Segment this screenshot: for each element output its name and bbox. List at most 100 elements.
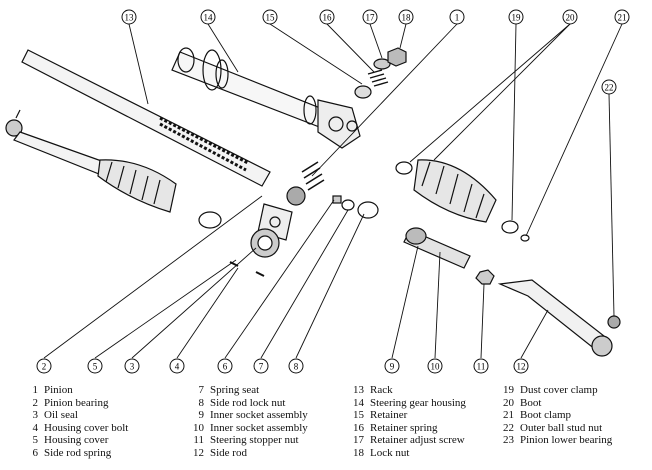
legend-number: 1 [32, 384, 39, 396]
callout-2-label: 2 [42, 362, 47, 372]
callout-8: 8 [288, 358, 304, 374]
callout-15: 15 [262, 9, 278, 25]
legend-text: Boot [520, 396, 542, 409]
legend-number: 20 [503, 396, 514, 409]
legend-number: 17 [353, 434, 364, 446]
small-parts [198, 195, 379, 277]
callout-4: 4 [169, 358, 185, 374]
legend-text: Spring seat [210, 384, 260, 396]
callout-17: 17 [362, 9, 378, 25]
legend-text: Side rod spring [44, 446, 112, 459]
legend-item: 2 Pinion bearing [20, 397, 128, 410]
legend-text: Lock nut [370, 446, 410, 459]
leader-lines [43, 23, 623, 359]
callout-18: 18 [398, 9, 414, 25]
callout-1: 1 [449, 9, 465, 25]
retainer-group [354, 47, 407, 99]
callout-7: 7 [253, 358, 269, 374]
legend-text: Pinion [44, 384, 73, 396]
callout-10: 10 [427, 358, 443, 374]
callout-17-label: 17 [366, 13, 376, 23]
callout-6: 6 [217, 358, 233, 374]
legend-number: 3 [32, 409, 39, 421]
legend-number: 5 [32, 434, 39, 446]
callout-8-label: 8 [294, 362, 299, 372]
left-side-rod-part [5, 109, 177, 213]
legend-text: Steering gear housing [370, 396, 466, 409]
callout-1-label: 1 [455, 13, 460, 23]
callout-13: 13 [121, 9, 137, 25]
right-boot-part [395, 159, 530, 242]
legend-item: 18 Lock nut [346, 447, 466, 460]
legend-number: 2 [32, 396, 39, 409]
right-side-rod-part [497, 279, 621, 357]
legend-item: 12 Side rod [186, 447, 308, 460]
callout-13-label: 13 [125, 13, 135, 23]
legend-number: 6 [32, 446, 39, 459]
legend-item: 23 Pinion lower bearing [496, 434, 612, 447]
legend-number: 7 [198, 384, 205, 396]
legend-number: 12 [193, 446, 204, 459]
parts-drawing [5, 23, 623, 359]
legend-number: 11 [193, 434, 204, 446]
callout-21: 21 [614, 9, 630, 25]
legend-text: Rack [370, 384, 393, 396]
callout-14-label: 14 [204, 13, 214, 23]
callout-19-label: 19 [512, 13, 522, 23]
legend-text: Housing cover [44, 434, 109, 446]
legend-item: 22 Outer ball stud nut [496, 422, 612, 435]
legend-text: Steering stopper nut [210, 434, 299, 446]
legend-item: 13 Rack [346, 384, 466, 397]
legend-text: Pinion bearing [44, 396, 109, 409]
legend-text: Boot clamp [520, 409, 572, 421]
legend-text: Side rod [210, 446, 247, 459]
legend-number: 21 [503, 409, 514, 421]
callout-5: 5 [87, 358, 103, 374]
steering-gear-housing-part [171, 47, 361, 149]
legend-number: 22 [503, 421, 514, 434]
rack-part [21, 49, 271, 187]
legend-item: 11 Steering stopper nut [186, 434, 308, 447]
legend-number: 13 [353, 384, 364, 396]
callout-2: 2 [36, 358, 52, 374]
callout-16-label: 16 [323, 13, 333, 23]
legend-number: 18 [353, 446, 364, 459]
legend-number: 23 [503, 434, 514, 446]
inner-socket-part [403, 227, 495, 285]
callout-12-label: 12 [517, 362, 526, 372]
pinion-part [286, 161, 325, 206]
callout-4-label: 4 [175, 362, 180, 372]
callout-9-label: 9 [390, 362, 395, 372]
callout-markers: 13 14 15 16 17 18 1 19 20 21 22 2 5 3 4 … [36, 9, 630, 374]
legend-text: Retainer [370, 409, 408, 421]
legend-text: Housing cover bolt [44, 421, 129, 434]
legend-item: 6 Side rod spring [20, 447, 128, 460]
callout-3: 3 [124, 358, 140, 374]
legend-number: 16 [353, 421, 364, 434]
legend-item: 5 Housing cover [20, 434, 128, 447]
callout-16: 16 [319, 9, 335, 25]
legend-item: 14 Steering gear housing [346, 397, 466, 410]
callout-14: 14 [200, 9, 216, 25]
legend-number: 14 [353, 396, 364, 409]
callout-3-label: 3 [130, 362, 135, 372]
legend-text: Inner socket assembly [210, 421, 308, 434]
callout-20-label: 20 [566, 13, 576, 23]
callout-15-label: 15 [266, 13, 276, 23]
legend-item: 4 Housing cover bolt [20, 421, 129, 435]
legend-item: 20 Boot [496, 397, 612, 410]
legend-text: Pinion lower bearing [520, 434, 613, 446]
callout-11-label: 11 [477, 362, 486, 372]
legend-text: Outer ball stud nut [520, 421, 603, 434]
legend-item: 15 Retainer [346, 409, 466, 422]
legend-number: 4 [32, 421, 39, 434]
callout-11: 11 [473, 358, 489, 374]
legend-number: 15 [353, 409, 364, 421]
